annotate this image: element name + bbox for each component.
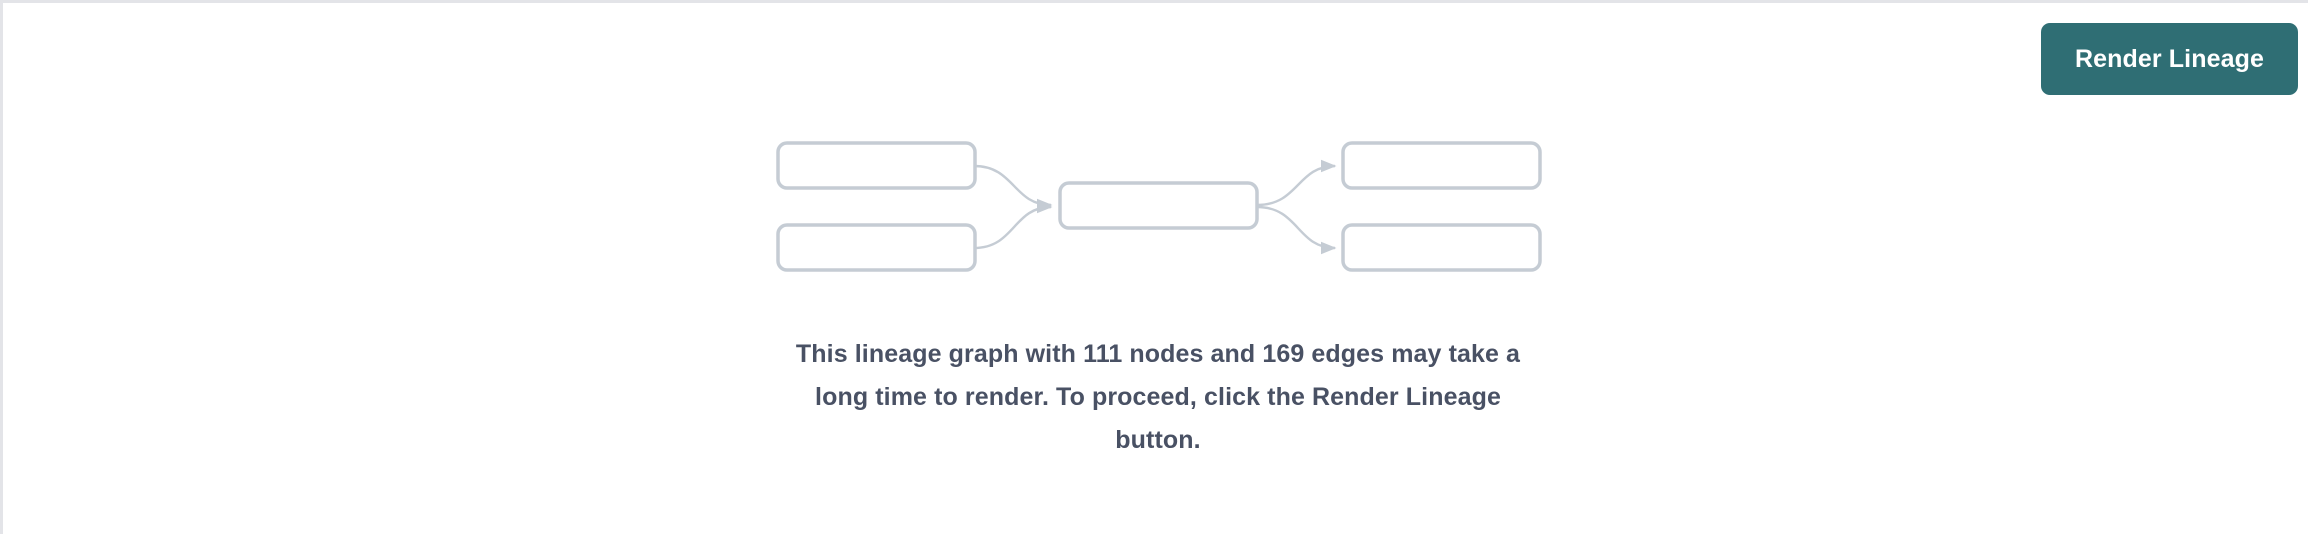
lineage-graph-svg bbox=[776, 141, 1542, 272]
ghost-node-upstream-2 bbox=[776, 223, 977, 272]
lineage-warning-message: This lineage graph with 111 nodes and 16… bbox=[795, 340, 1521, 454]
ghost-node-downstream-1 bbox=[1341, 141, 1542, 190]
edge-upstream-2-to-focus bbox=[973, 200, 1053, 250]
ghost-node-upstream-1 bbox=[776, 141, 977, 190]
placeholder-lineage-graph bbox=[3, 3, 2308, 303]
ghost-node-downstream-2 bbox=[1341, 223, 1542, 272]
ghost-node-focus bbox=[1058, 181, 1259, 230]
edge-focus-to-downstream-2 bbox=[1256, 205, 1337, 255]
edge-upstream-1-to-focus bbox=[973, 164, 1053, 212]
render-lineage-button[interactable]: Render Lineage bbox=[2041, 23, 2298, 95]
edge-focus-to-downstream-1 bbox=[1256, 159, 1337, 207]
